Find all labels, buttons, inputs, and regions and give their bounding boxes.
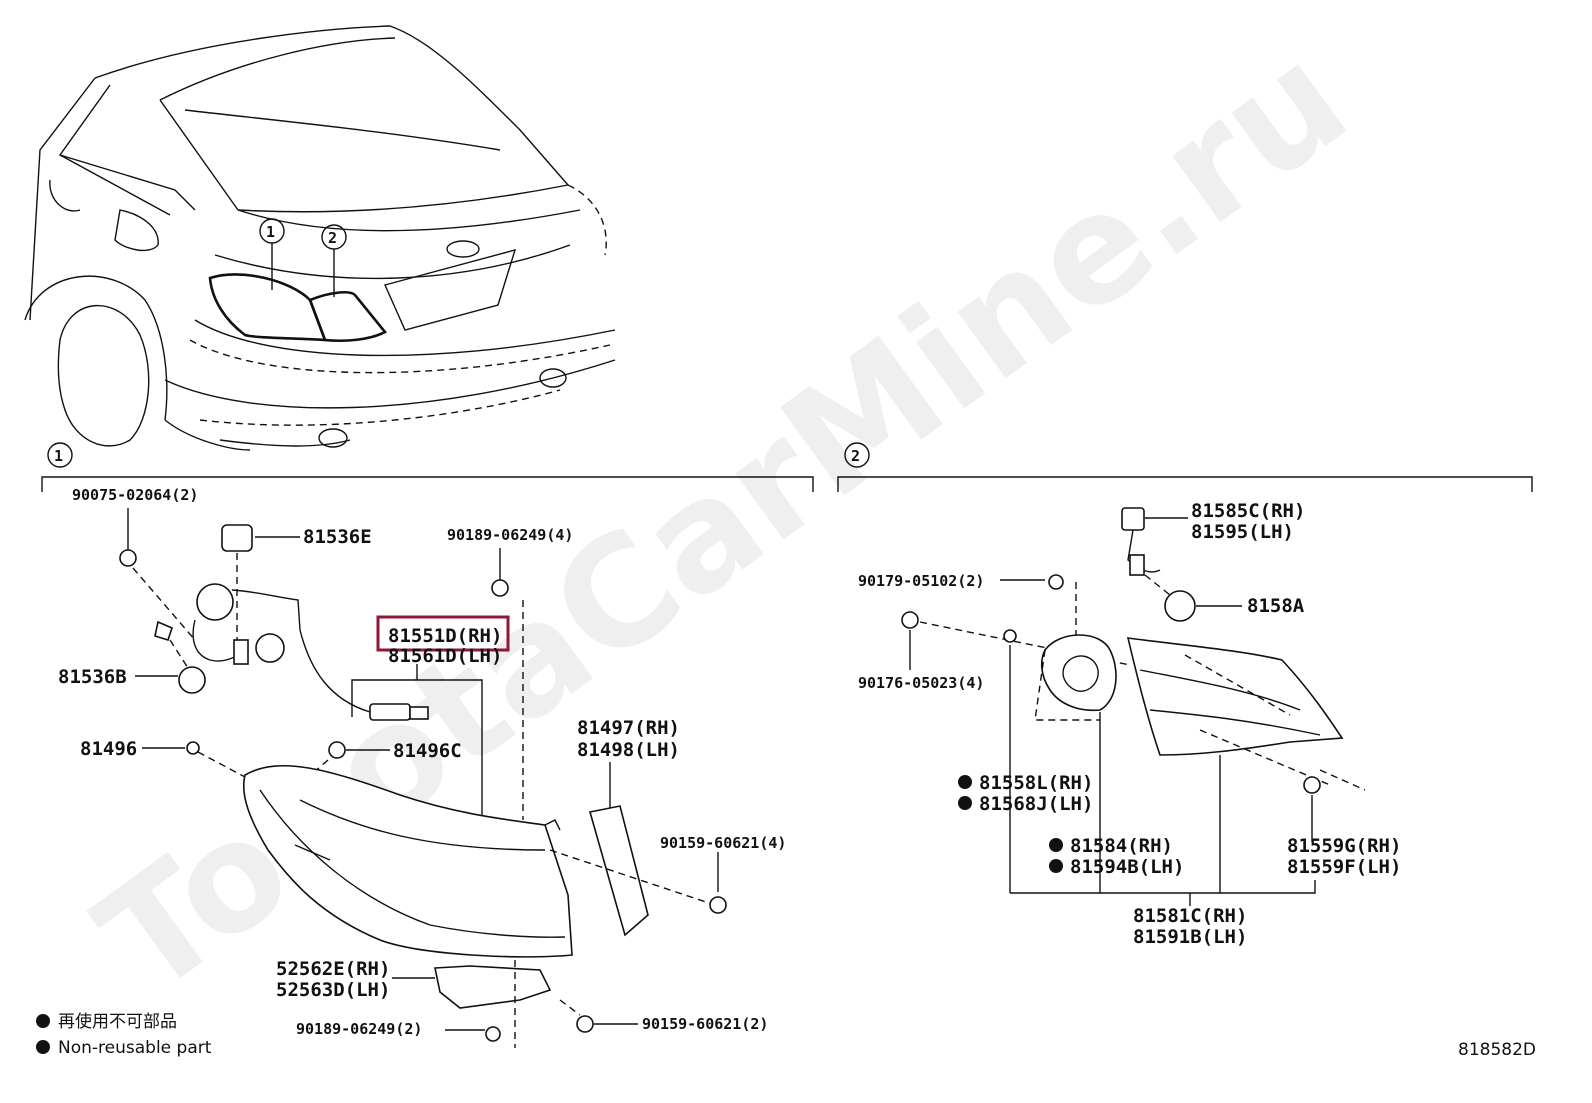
diagram-code: 818582D (1458, 1040, 1536, 1060)
label-81498: 81498(LH) (577, 739, 680, 761)
screw-90189-upper-icon (491, 579, 509, 597)
car-illustration: 1 2 (24, 25, 616, 451)
label-90189-06249-upper: 90189-06249(4) (447, 526, 573, 544)
clip-81496-icon (186, 741, 200, 755)
label-81496: 81496 (80, 738, 137, 760)
inner-lamp-81581C (1126, 637, 1344, 756)
screw-90159-lower-icon (576, 1015, 594, 1033)
legend-en: Non-reusable part (58, 1038, 212, 1058)
nonreusable-dot-81568J (958, 796, 972, 810)
nonreusable-dot-81584 (1049, 838, 1063, 852)
label-81536E: 81536E (303, 526, 372, 548)
screw-90075-icon (119, 549, 137, 567)
label-81496C: 81496C (393, 740, 462, 762)
grommet-icon (255, 633, 285, 663)
label-81551D: 81551D(RH) (388, 625, 502, 647)
label-90075-02064: 90075-02064(2) (72, 486, 198, 504)
gasket-81584-icon (1040, 634, 1117, 712)
reflector-81497-icon (588, 805, 649, 937)
legend-dot-jp (36, 1014, 50, 1028)
label-81561D: 81561D(LH) (388, 645, 502, 667)
bulb-socket-icon (196, 583, 234, 621)
nut-90179-icon (1048, 574, 1064, 590)
section-2-bracket (837, 476, 1533, 492)
callout-2-section (844, 442, 870, 468)
socket-81536B-icon (154, 620, 173, 641)
label-90189-06249-lower: 90189-06249(2) (296, 1020, 422, 1038)
screw-90159-right-icon (709, 896, 727, 914)
label-81595: 81595(LH) (1191, 521, 1294, 543)
socket-81536E-icon (221, 524, 253, 552)
label-90179-05102: 90179-05102(2) (858, 572, 984, 590)
tail-lamp-81551D (242, 764, 573, 958)
harness-plug-icon (409, 706, 429, 720)
legend-jp: 再使用不可部品 (58, 1011, 177, 1032)
label-81594B: 81594B(LH) (1070, 856, 1184, 878)
left-section-parts (119, 508, 727, 1048)
nonreusable-dot-81558L (958, 775, 972, 789)
bracket-52562E-icon (434, 965, 552, 1009)
label-81559G: 81559G(RH) (1287, 835, 1401, 857)
label-52563D: 52563D(LH) (276, 979, 390, 1001)
label-81591B: 81591B(LH) (1133, 926, 1247, 948)
legend-dot-en (36, 1040, 50, 1054)
bulb-81536B-icon (178, 666, 206, 694)
callout-1-section (47, 442, 73, 468)
label-81559F: 81559F(LH) (1287, 856, 1401, 878)
label-81497: 81497(RH) (577, 717, 680, 739)
label-90176-05023: 90176-05023(4) (858, 674, 984, 692)
label-81581C: 81581C(RH) (1133, 905, 1247, 927)
connector-icon (233, 639, 249, 665)
highlight-81551D (376, 615, 510, 652)
clip-81496C-icon (328, 741, 346, 759)
label-81558L: 81558L(RH) (979, 772, 1093, 794)
label-81568J: 81568J(LH) (979, 793, 1093, 815)
label-8158A: 8158A (1247, 595, 1305, 617)
label-81536B: 81536B (58, 666, 127, 688)
section-1-bracket (41, 476, 814, 492)
harness-81585C-icon (1129, 554, 1145, 576)
label-81585C: 81585C(RH) (1191, 500, 1305, 522)
screw-90176-icon (901, 611, 919, 629)
callout-2-section-label: 2 (851, 447, 860, 465)
clip-81558L-icon (1003, 629, 1017, 643)
label-52562E: 52562E(RH) (276, 958, 390, 980)
nonreusable-dot-81594B (1049, 859, 1063, 873)
clip-81559G-icon (1303, 776, 1321, 794)
label-90159-60621-lower: 90159-60621(2) (642, 1015, 768, 1033)
right-section-parts (901, 507, 1366, 906)
screw-90189-lower-icon (485, 1026, 501, 1042)
callout-2-car-label: 2 (328, 229, 337, 247)
label-81584: 81584(RH) (1070, 835, 1173, 857)
callout-1-section-label: 1 (54, 447, 63, 465)
socket-8158A-icon (1164, 590, 1196, 622)
callout-1-car-label: 1 (266, 223, 275, 241)
label-90159-60621-right: 90159-60621(4) (660, 834, 786, 852)
connector-81585C-icon (1121, 507, 1145, 531)
harness-connector-icon (369, 703, 411, 721)
